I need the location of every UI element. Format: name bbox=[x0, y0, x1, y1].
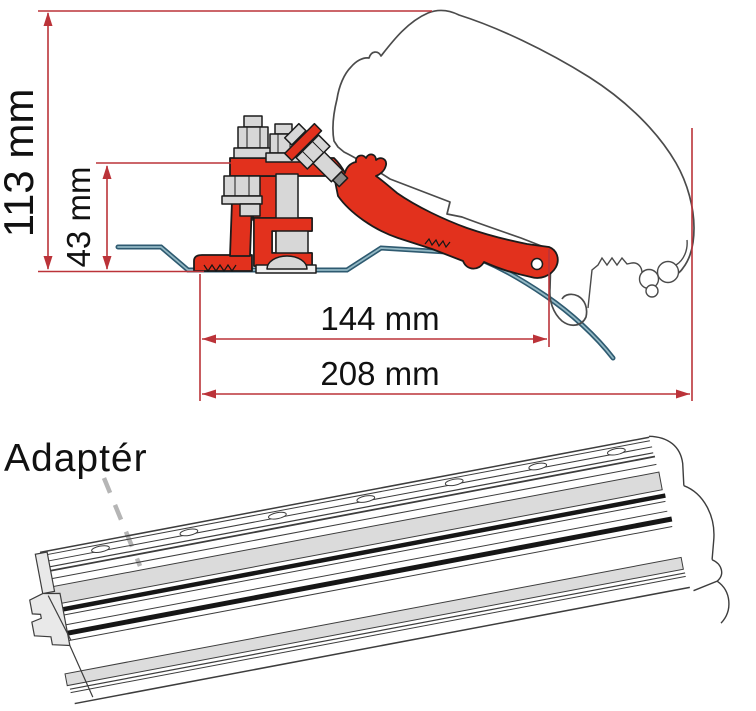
arrow-144-right bbox=[533, 334, 547, 344]
hex-facets-a bbox=[246, 127, 261, 148]
adapter-rail-drawing: Adaptér bbox=[4, 435, 730, 705]
cross-section-diagram: 113 mm 43 mm 144 mm 208 mm bbox=[0, 9, 695, 401]
rail-gasket-stripe-upper bbox=[49, 493, 666, 614]
mechanism-arc bbox=[675, 239, 688, 266]
rail-line bbox=[43, 463, 657, 581]
arrow-43-down bbox=[102, 256, 112, 270]
rail-end-lower-edge bbox=[69, 645, 94, 698]
rail-shaded-face-lower bbox=[64, 556, 684, 687]
arm-serration bbox=[424, 237, 451, 249]
rail-line bbox=[57, 526, 673, 644]
mechanism-roller-3 bbox=[645, 284, 659, 298]
leader-line bbox=[101, 477, 143, 567]
arrow-113-up bbox=[43, 12, 53, 26]
rail-top-edge bbox=[39, 436, 650, 554]
rail-bottom-edge bbox=[74, 586, 690, 705]
rivets bbox=[91, 447, 626, 553]
hex-nut-c bbox=[223, 175, 261, 197]
arrow-43-up bbox=[102, 165, 112, 179]
adapter-label: Adaptér bbox=[4, 437, 148, 480]
rail-end-face bbox=[34, 551, 56, 595]
diagonal-red-strip bbox=[283, 122, 323, 162]
arrow-208-right bbox=[676, 389, 690, 399]
rail-end-foot bbox=[29, 592, 71, 647]
rail-line bbox=[41, 455, 656, 574]
rail-cap-curl bbox=[716, 580, 730, 624]
rail-right-end bbox=[649, 435, 730, 624]
dimension-label-43: 43 mm bbox=[60, 167, 97, 268]
arrow-144-left bbox=[202, 334, 216, 344]
rail-line bbox=[69, 572, 686, 690]
mechanism-zigzag bbox=[587, 256, 643, 309]
diagonal-bolt-cap bbox=[283, 122, 307, 146]
rail-line bbox=[54, 510, 668, 628]
rail-cap-top bbox=[649, 435, 685, 486]
rail-left-end bbox=[29, 551, 94, 698]
spacer-c bbox=[239, 203, 261, 217]
awning-mechanism-detail bbox=[587, 239, 688, 309]
bolt-cap-a bbox=[243, 115, 263, 128]
rivet-dot bbox=[606, 447, 626, 456]
rail-gasket-stripe-lower bbox=[55, 516, 673, 638]
awning-body-outline bbox=[332, 9, 695, 327]
mechanism-roller-2 bbox=[656, 260, 680, 284]
dimension-label-113: 113 mm bbox=[0, 89, 42, 238]
rail-body bbox=[29, 435, 730, 705]
rail-cap-mid bbox=[683, 485, 715, 560]
bracket-hardware bbox=[221, 115, 349, 274]
dimension-label-208: 208 mm bbox=[320, 355, 439, 392]
dimension-arrows bbox=[43, 12, 690, 399]
rivet-dot bbox=[356, 495, 376, 503]
clamp-block bbox=[275, 229, 309, 255]
rivet-dot bbox=[444, 478, 464, 487]
arrow-208-left bbox=[202, 389, 216, 399]
foot-serration bbox=[203, 263, 237, 273]
arrow-113-down bbox=[43, 256, 53, 270]
rivet-dot bbox=[91, 545, 110, 553]
dimension-label-144: 144 mm bbox=[320, 300, 439, 337]
dimension-lines bbox=[38, 10, 693, 401]
rivet-dot bbox=[528, 462, 548, 471]
hex-facets-c bbox=[234, 176, 250, 196]
rail-rivet-line bbox=[39, 446, 653, 564]
hook-opening bbox=[530, 257, 544, 271]
rail-line bbox=[70, 575, 686, 694]
rivet-dot bbox=[179, 528, 199, 537]
diagonal-hex-facets bbox=[302, 141, 324, 163]
rivet-dot bbox=[267, 511, 287, 520]
rail-line bbox=[51, 500, 666, 618]
rail-end-brace bbox=[47, 595, 72, 641]
washer-c bbox=[221, 195, 263, 205]
diagonal-bolt-tip bbox=[332, 171, 349, 188]
bracket-arm bbox=[229, 153, 559, 279]
rail-line bbox=[40, 440, 650, 557]
rail-line bbox=[40, 452, 654, 570]
bolt-dome-head bbox=[266, 255, 308, 270]
diagonal-bolt bbox=[283, 122, 349, 188]
hex-nut-a bbox=[237, 126, 269, 149]
